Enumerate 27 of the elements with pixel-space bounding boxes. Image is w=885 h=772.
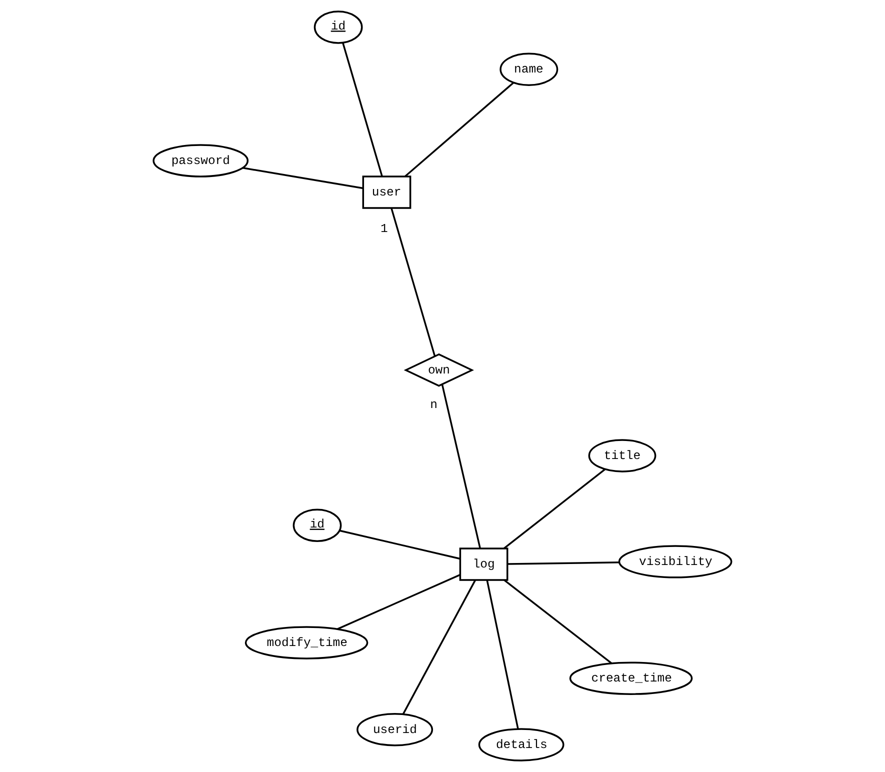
node-ellipse: visibility bbox=[618, 545, 732, 578]
edge-label: n bbox=[430, 398, 438, 412]
connector bbox=[402, 580, 476, 714]
connector bbox=[337, 574, 460, 630]
edge-label: 1 bbox=[380, 222, 388, 236]
node-ellipse: id bbox=[314, 10, 363, 44]
node-ellipse: details bbox=[478, 728, 564, 762]
connector bbox=[404, 82, 514, 178]
connector bbox=[242, 167, 364, 190]
node-ellipse: userid bbox=[356, 713, 434, 746]
node-ellipse: name bbox=[500, 52, 558, 86]
node-ellipse: modify_time bbox=[244, 626, 368, 660]
node-box: log bbox=[459, 548, 508, 581]
connector bbox=[507, 562, 620, 565]
node-ellipse: title bbox=[588, 439, 656, 472]
connector bbox=[504, 579, 612, 664]
node-ellipse: password bbox=[152, 144, 249, 178]
node-ellipse: create_time bbox=[569, 662, 693, 695]
connector bbox=[441, 384, 481, 549]
connector bbox=[503, 468, 606, 550]
connector bbox=[340, 530, 460, 560]
connector bbox=[342, 42, 383, 177]
connector bbox=[486, 580, 519, 730]
node-box: user bbox=[362, 176, 412, 209]
node-ellipse: id bbox=[292, 508, 342, 542]
connector bbox=[390, 208, 436, 356]
node-diamond: own bbox=[404, 353, 474, 387]
